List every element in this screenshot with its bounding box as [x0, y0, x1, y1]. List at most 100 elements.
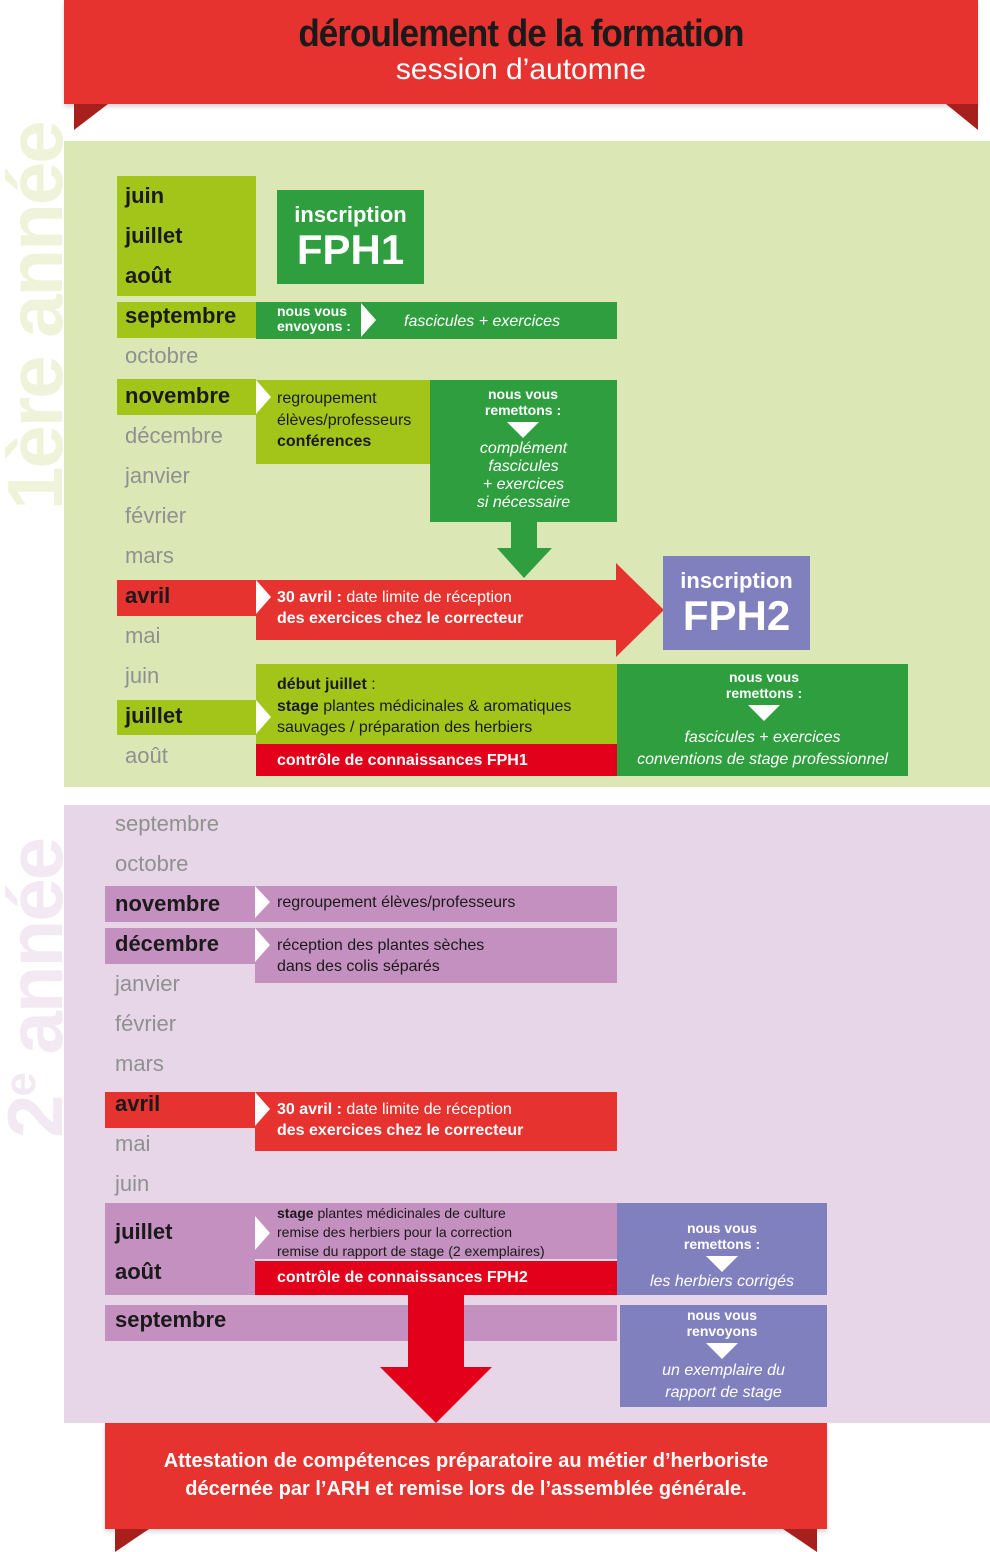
remettons-content-1: complément — [479, 440, 568, 457]
month-label: décembre — [125, 423, 223, 448]
arrow-right-icon — [255, 886, 270, 918]
month-label: juillet — [125, 703, 183, 728]
month-label: août — [115, 1259, 162, 1284]
header-ribbon-right — [946, 104, 978, 130]
month-bar-septembre-2 — [105, 1305, 617, 1341]
envoyons-label: nous vous envoyons : — [277, 303, 351, 334]
month-label: février — [115, 1011, 177, 1036]
month-label: mars — [115, 1051, 164, 1076]
juillet-2-line1: stage plantes médicinales de culture — [277, 1205, 506, 1221]
remettons-3-content: les herbiers corrigés — [649, 1273, 795, 1290]
remettons-title-2: nous vous remettons : — [725, 669, 803, 701]
footer-line2: décernée par l’ARH et remise lors de l’a… — [185, 1478, 747, 1500]
month-label: août — [125, 743, 168, 768]
footer-line1: Attestation de compétences préparatoire … — [163, 1450, 769, 1472]
renvoyons-line2: rapport de stage — [665, 1384, 782, 1401]
renvoyons-title: nous vous renvoyons — [686, 1307, 758, 1339]
month-label: septembre — [115, 811, 219, 836]
remettons2-line2: conventions de stage professionnel — [637, 751, 888, 768]
month-label: février — [125, 503, 187, 528]
month-label: mai — [115, 1131, 151, 1156]
septembre-content: fascicules + exercices — [404, 313, 561, 330]
renvoyons-line1: un exemplaire du — [662, 1362, 785, 1379]
month-label: juillet — [115, 1219, 173, 1244]
avril-line2: des exercices chez le correcteur — [277, 610, 524, 627]
footer-ribbon-right — [783, 1529, 817, 1552]
month-bar-decembre-2 — [105, 928, 255, 964]
arrow-right-icon — [255, 928, 270, 962]
novembre-2-box — [255, 886, 617, 922]
footer-banner: Attestation de compétences préparatoire … — [105, 1423, 827, 1529]
arrow-right-icon — [256, 700, 271, 734]
controle-fph2-bar — [255, 1261, 617, 1295]
novembre-line2: élèves/professeurs — [277, 412, 412, 429]
arrow-right-icon — [256, 380, 271, 414]
decembre-2-line2: dans des colis séparés — [277, 958, 440, 975]
inscription-fph1-box: inscription FPH1 — [277, 190, 424, 284]
juillet-stage-box — [256, 664, 617, 744]
month-label: juin — [115, 1171, 150, 1196]
month-label: mars — [125, 543, 174, 568]
remettons-box — [430, 380, 617, 522]
triangle-down-icon — [748, 705, 780, 721]
month-label: juin — [125, 183, 165, 208]
inscription-fph2-line2: FPH2 — [682, 592, 791, 639]
arrow-right-icon — [255, 1216, 270, 1250]
avril-2-line2: des exercices chez le correcteur — [277, 1122, 524, 1139]
month-label: décembre — [115, 931, 219, 956]
month-label: octobre — [125, 343, 199, 368]
month-bar-summer — [117, 176, 256, 296]
inscription-fph1-line2: FPH1 — [296, 226, 405, 273]
page-title: déroulement de la formation — [298, 13, 744, 55]
septembre-box — [256, 302, 617, 339]
juillet-2-line3: remise du rapport de stage (2 exemplaire… — [277, 1243, 545, 1259]
year1-label: 1ère année — [0, 122, 79, 510]
avril-2-box — [255, 1092, 617, 1151]
remettons-3-title: nous vous remettons : — [683, 1220, 761, 1252]
footer-ribbon-left — [115, 1529, 149, 1552]
controle-fph1-bar — [256, 744, 617, 776]
month-label: septembre — [125, 303, 237, 328]
triangle-down-icon — [507, 422, 539, 438]
month-bar-septembre — [117, 302, 256, 338]
triangle-down-icon — [706, 1256, 738, 1272]
month-label: novembre — [115, 891, 221, 916]
inscription-fph1-line1: inscription — [294, 202, 407, 227]
arrow-right-icon — [256, 580, 271, 614]
controle-fph2-label: contrôle de connaissances FPH2 — [277, 1269, 528, 1286]
triangle-down-icon — [706, 1343, 738, 1359]
novembre-2-label: regroupement élèves/professeurs — [277, 894, 516, 911]
month-label: mai — [125, 623, 161, 648]
juillet-line2: stage plantes médicinales & aromatiques — [277, 698, 572, 715]
month-label: octobre — [115, 851, 189, 876]
month-label: avril — [125, 583, 171, 608]
avril-arrow — [256, 563, 664, 657]
month-label: janvier — [115, 971, 180, 996]
month-label: juin — [125, 663, 160, 688]
month-bar-summer-2 — [105, 1203, 255, 1295]
remettons-3-box — [617, 1203, 827, 1295]
month-label: juillet — [125, 223, 183, 248]
avril-2-line1: 30 avril : date limite de réception — [277, 1101, 512, 1118]
remettons-content-2: fascicules — [488, 458, 559, 475]
decembre-2-box — [255, 928, 617, 983]
month-label: janvier — [125, 463, 190, 488]
novembre-line3: conférences — [277, 433, 372, 450]
arrow-right-icon — [255, 1092, 270, 1126]
month-bar-avril-2 — [105, 1092, 255, 1128]
juillet-2-box — [255, 1203, 617, 1259]
down-arrow-icon — [380, 1295, 492, 1423]
inscription-fph2-box: inscription FPH2 — [663, 556, 810, 650]
month-label: avril — [115, 1091, 161, 1116]
decembre-2-line1: réception des plantes sèches — [277, 937, 485, 954]
remettons2-line1: fascicules + exercices — [684, 729, 841, 746]
avril-line1: 30 avril : date limite de réception — [277, 589, 512, 606]
remettons-content-4: si nécessaire — [476, 494, 571, 511]
month-label: août — [125, 263, 172, 288]
page-subtitle: session d’automne — [395, 53, 647, 86]
juillet-line3: sauvages / préparation des herbiers — [277, 719, 533, 736]
remettons-title: nous vous remettons : — [484, 386, 562, 418]
month-label: septembre — [115, 1307, 227, 1332]
header-banner: déroulement de la formation session d’au… — [64, 0, 978, 104]
header-ribbon-left — [74, 104, 108, 130]
